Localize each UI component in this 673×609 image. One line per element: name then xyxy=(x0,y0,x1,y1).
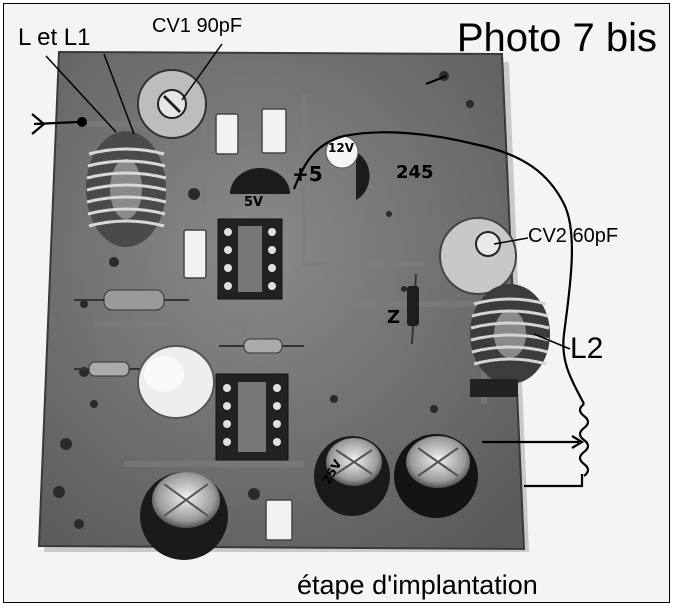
large-white-capacitor xyxy=(137,345,215,419)
handwriting-12v: 12V xyxy=(328,141,354,155)
label-cv2: CV2 60pF xyxy=(528,225,619,247)
ic-socket-top xyxy=(217,218,283,300)
l-l1-toroid-inductor xyxy=(86,131,167,247)
photo-frame: Photo 7 bis L et L1 CV1 90pF CV2 60pF L2… xyxy=(3,3,670,603)
electrolytic-capacitor-left xyxy=(140,472,228,560)
zener-diode xyxy=(407,273,419,345)
handwriting-5v: 5V xyxy=(244,195,264,210)
photo-caption: étape d'implantation xyxy=(297,570,538,600)
electrolytic-capacitor-middle xyxy=(314,436,390,516)
circuit-board-photo xyxy=(31,43,590,560)
handwriting-plus5: +5 xyxy=(292,162,323,186)
label-l-l1: L et L1 xyxy=(18,24,91,51)
handwriting-245: 245 xyxy=(396,162,434,183)
label-cv1: CV1 90pF xyxy=(152,15,243,37)
cv2-trimmer-capacitor xyxy=(439,217,517,295)
input-terminal-dot xyxy=(77,117,87,127)
cv1-trimmer-capacitor xyxy=(137,69,207,139)
electrolytic-capacitor-right xyxy=(394,434,478,518)
ic-socket-bottom xyxy=(215,373,289,461)
label-l2: L2 xyxy=(570,332,604,365)
label-pointers xyxy=(45,43,571,350)
l2-toroid-inductor xyxy=(470,284,550,397)
solder-pads xyxy=(53,71,478,529)
hand-drawn-wiring xyxy=(31,74,590,488)
photo-title: Photo 7 bis xyxy=(456,16,657,60)
resistors xyxy=(74,289,304,377)
voltage-regulators xyxy=(230,152,370,200)
handwriting-z: Z xyxy=(387,307,401,328)
film-capacitors xyxy=(183,108,293,541)
